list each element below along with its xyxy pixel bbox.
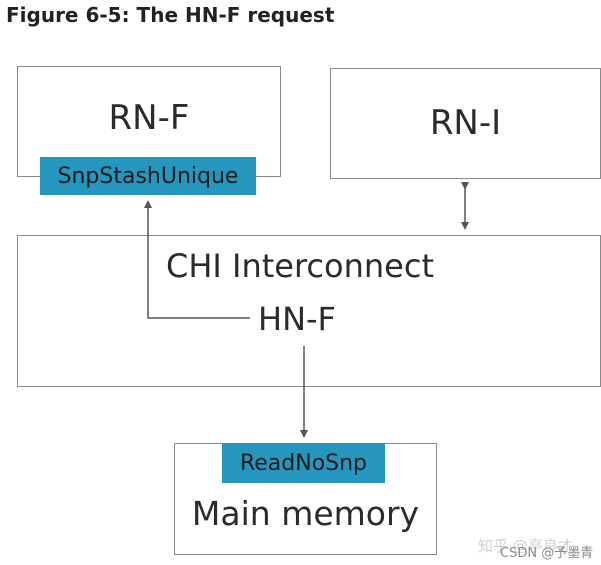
chi-interconnect-node: [17, 235, 601, 387]
hn-f-label: HN-F: [258, 300, 336, 338]
chi-interconnect-label: CHI Interconnect: [166, 247, 434, 285]
main-memory-label: Main memory: [191, 494, 420, 533]
figure-title: Figure 6-5: The HN-F request: [6, 3, 335, 27]
read-no-snp-tag: ReadNoSnp: [222, 443, 385, 483]
snp-stash-unique-tag: SnpStashUnique: [40, 157, 256, 195]
csdn-watermark: CSDN @予墨青: [500, 546, 594, 561]
rn-i-node: [330, 68, 601, 179]
rn-f-label: RN-F: [108, 98, 190, 138]
hn-f-to-rn-f-arrow: [144, 200, 250, 319]
rn-i-label: RN-I: [429, 103, 502, 143]
zhihu-watermark: 知乎 @亭良才: [478, 537, 573, 555]
